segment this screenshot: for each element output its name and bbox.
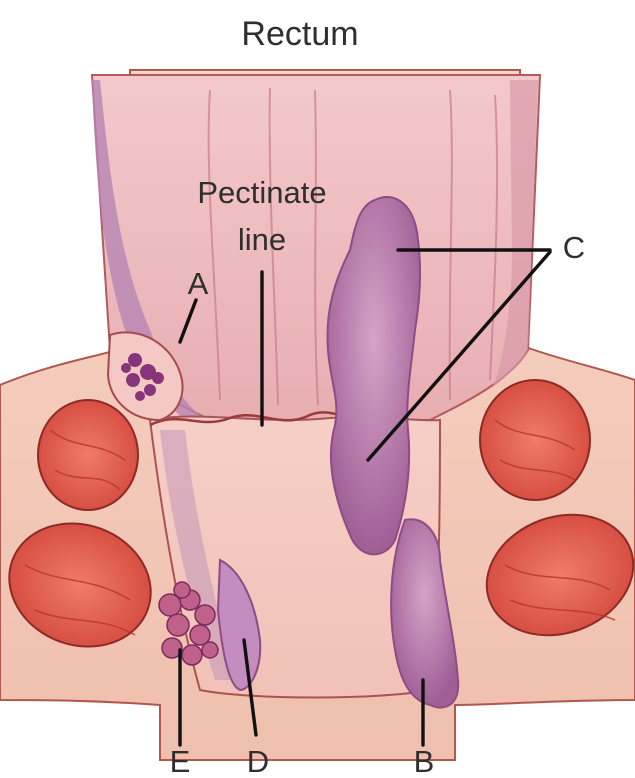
label-b: B [414,744,435,778]
rectum-title: Rectum [241,15,358,53]
pectinate-label-line2: line [238,222,286,257]
label-a: A [188,266,209,301]
pectinate-label-line1: Pectinate [197,175,326,210]
label-d: D [247,744,269,778]
muscle-right-upper [480,380,590,500]
label-c: C [563,230,585,265]
muscle-left-upper [38,400,138,510]
label-e: E [170,744,191,778]
